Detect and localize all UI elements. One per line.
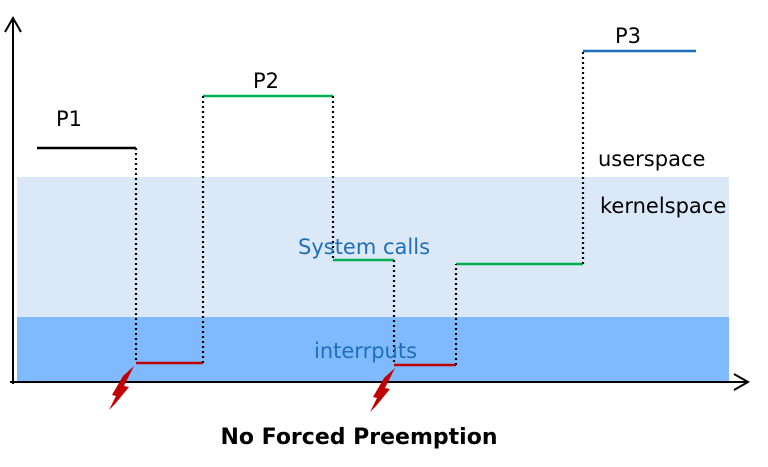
x-axis-arrow bbox=[733, 373, 751, 391]
p2-label: P2 bbox=[253, 69, 279, 93]
context-switch-transitions bbox=[134, 51, 585, 365]
interrupts-label: interrputs bbox=[314, 339, 417, 363]
process-segments bbox=[37, 49, 696, 367]
axes bbox=[4, 15, 751, 391]
system-calls-label: System calls bbox=[298, 235, 430, 259]
lightning-icon bbox=[109, 366, 134, 410]
p3-label: P3 bbox=[615, 24, 641, 48]
p1-label: P1 bbox=[56, 107, 82, 131]
userspace-label: userspace bbox=[598, 147, 705, 171]
y-axis-arrow bbox=[4, 15, 22, 33]
kernelspace-label: kernelspace bbox=[600, 194, 726, 218]
lightning-icon bbox=[370, 368, 395, 412]
diagram-title: No Forced Preemption bbox=[221, 425, 498, 450]
